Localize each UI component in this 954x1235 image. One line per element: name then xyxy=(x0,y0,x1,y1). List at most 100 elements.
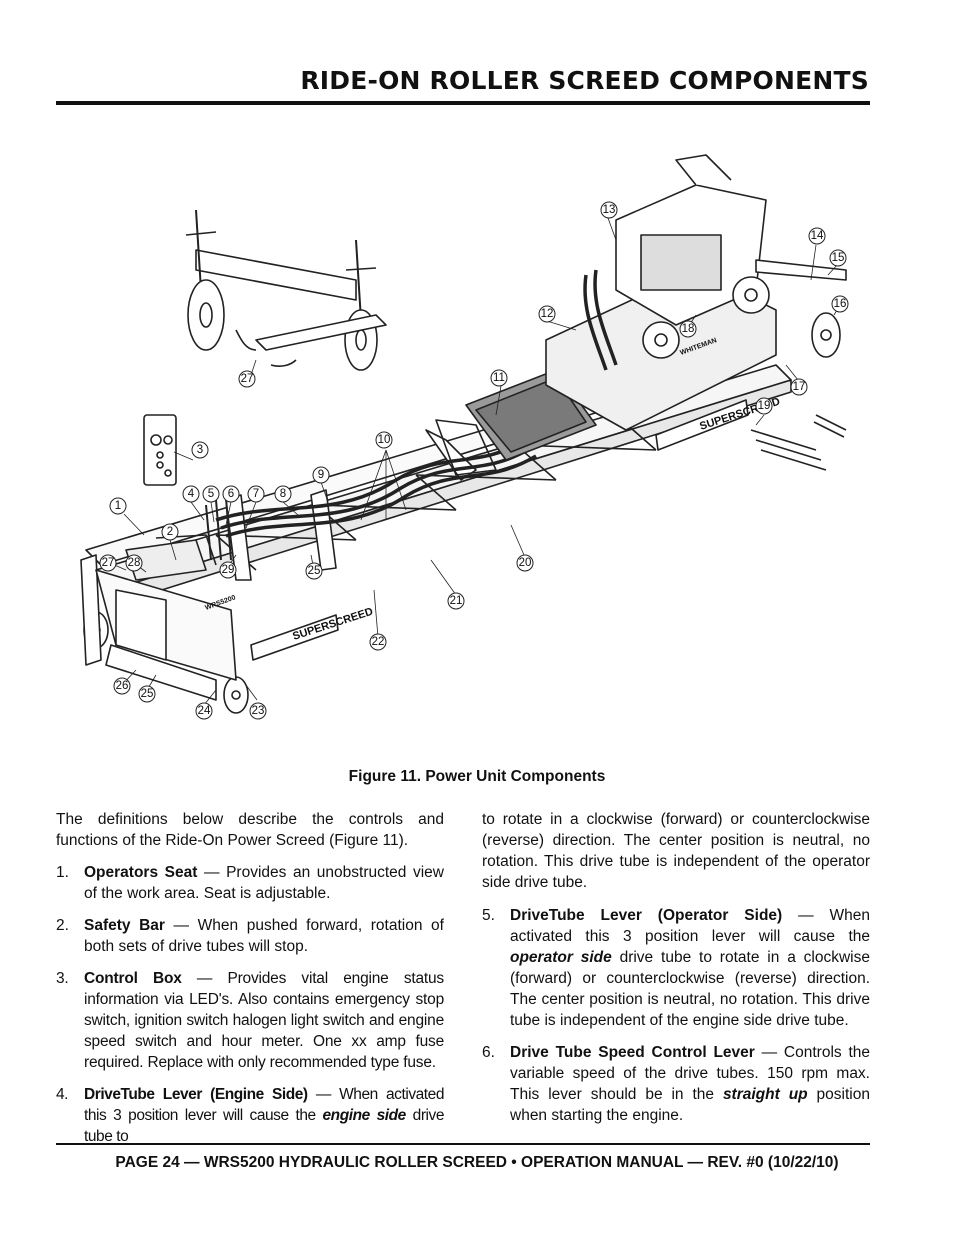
header-rule xyxy=(56,101,870,105)
item-emphasis: engine side xyxy=(322,1107,407,1124)
svg-text:15: 15 xyxy=(832,252,845,264)
item-continuation: to rotate in a clockwise (forward) or co… xyxy=(482,811,870,891)
list-item: 2. Safety Bar — When pushed forward, rot… xyxy=(56,915,444,957)
svg-text:4: 4 xyxy=(188,488,195,500)
callout-9: 9 xyxy=(312,466,330,484)
item-term: Operators Seat xyxy=(84,864,198,881)
item-text: drive tube to rotate in a clockwise (for… xyxy=(510,949,870,1029)
callout-13: 13 xyxy=(600,201,618,219)
callout-11: 11 xyxy=(490,369,508,387)
item-emphasis: operator side xyxy=(510,949,612,966)
callout-27: 27 xyxy=(238,370,256,388)
item-text: — Provides an unobstructed view of the w… xyxy=(84,864,444,902)
callout-2: 2 xyxy=(161,523,179,541)
callout-25: 25 xyxy=(305,562,323,580)
svg-text:5: 5 xyxy=(208,488,214,500)
svg-text:21: 21 xyxy=(450,595,463,607)
callout-21: 21 xyxy=(447,592,465,610)
svg-text:7: 7 xyxy=(253,488,259,500)
callout-7: 7 xyxy=(247,485,265,503)
callout-15: 15 xyxy=(829,249,847,267)
svg-text:26: 26 xyxy=(116,680,129,692)
intro-paragraph: The definitions below describe the contr… xyxy=(56,811,444,849)
callout-25: 25 xyxy=(138,685,156,703)
svg-text:16: 16 xyxy=(834,298,847,310)
item-number: 6. xyxy=(482,1044,495,1061)
brand-logo-left: SUPERSCREED xyxy=(291,606,374,643)
page-footer: PAGE 24 — WRS5200 HYDRAULIC ROLLER SCREE… xyxy=(115,1154,839,1171)
item-number: 5. xyxy=(482,907,495,924)
svg-text:17: 17 xyxy=(793,381,806,393)
item-term: Drive Tube Speed Control Lever xyxy=(510,1044,755,1061)
svg-text:20: 20 xyxy=(519,557,532,569)
callout-23: 23 xyxy=(249,702,267,720)
callout-16: 16 xyxy=(831,295,849,313)
callout-5: 5 xyxy=(202,485,220,503)
callout-1: 1 xyxy=(109,497,127,515)
svg-text:22: 22 xyxy=(372,636,385,648)
svg-text:23: 23 xyxy=(252,705,265,717)
svg-text:24: 24 xyxy=(198,705,211,717)
svg-text:1: 1 xyxy=(115,500,121,512)
svg-text:25: 25 xyxy=(141,688,154,700)
callout-26: 26 xyxy=(113,677,131,695)
svg-text:3: 3 xyxy=(197,444,203,456)
callout-10: 10 xyxy=(375,431,393,449)
item-text: drive tube to xyxy=(84,1107,444,1145)
callout-17: 17 xyxy=(790,378,808,396)
item-text: — When activated this 3 position lever w… xyxy=(84,1086,444,1124)
item-text: — Provides vital engine status informati… xyxy=(84,970,444,1071)
item-emphasis: straight up xyxy=(722,1086,808,1103)
callout-28: 28 xyxy=(125,554,143,572)
list-item: 4. DriveTube Lever (Engine Side) — When … xyxy=(56,1084,444,1147)
callout-27: 27 xyxy=(99,554,117,572)
svg-text:10: 10 xyxy=(378,434,391,446)
svg-text:6: 6 xyxy=(228,488,234,500)
footer-rule xyxy=(56,1143,870,1145)
callout-24: 24 xyxy=(195,702,213,720)
right-column: to rotate in a clockwise (forward) or co… xyxy=(482,809,870,1126)
list-item: 6. Drive Tube Speed Control Lever — Cont… xyxy=(482,1042,870,1126)
item-term: DriveTube Lever (Engine Side) xyxy=(84,1086,308,1103)
item-term: DriveTube Lever (Operator Side) xyxy=(510,907,783,924)
item-text: — When pushed forward, rotation of both … xyxy=(84,917,444,955)
svg-text:8: 8 xyxy=(280,488,286,500)
item-number: 2. xyxy=(56,917,69,934)
item-number: 3. xyxy=(56,970,69,987)
page-title: RIDE-ON ROLLER SCREED COMPONENTS xyxy=(300,66,869,95)
callout-12: 12 xyxy=(538,305,556,323)
callout-3: 3 xyxy=(191,441,209,459)
item-term: Safety Bar xyxy=(84,917,165,934)
svg-text:25: 25 xyxy=(308,565,321,577)
item-number: 4. xyxy=(56,1086,69,1103)
power-unit-illustration: SUPERSCREED SUPERSCREED WRS5200 WHITEMAN… xyxy=(80,154,849,720)
svg-text:18: 18 xyxy=(682,323,695,335)
svg-text:11: 11 xyxy=(493,372,505,384)
item-term: Control Box xyxy=(84,970,182,987)
left-column: The definitions below describe the contr… xyxy=(56,809,444,1147)
list-item: 1. Operators Seat — Provides an unobstru… xyxy=(56,862,444,904)
item-number: 1. xyxy=(56,864,69,881)
item-text: position when starting the engine. xyxy=(510,1086,870,1124)
svg-text:13: 13 xyxy=(603,204,616,216)
svg-text:29: 29 xyxy=(222,564,235,576)
figure-caption: Figure 11. Power Unit Components xyxy=(348,768,606,785)
list-item: 3. Control Box — Provides vital engine s… xyxy=(56,968,444,1073)
callout-6: 6 xyxy=(222,485,240,503)
item-text: — When activated this 3 position lever w… xyxy=(510,907,870,945)
callout-14: 14 xyxy=(808,227,826,245)
svg-text:27: 27 xyxy=(102,557,115,569)
list-item: 5. DriveTube Lever (Operator Side) — Whe… xyxy=(482,905,870,1031)
svg-text:27: 27 xyxy=(241,373,254,385)
svg-text:12: 12 xyxy=(541,308,554,320)
svg-text:19: 19 xyxy=(758,400,771,412)
svg-text:14: 14 xyxy=(811,230,824,242)
item-text: — Controls the variable speed of the dri… xyxy=(510,1044,870,1103)
callout-20: 20 xyxy=(516,554,534,572)
svg-text:28: 28 xyxy=(128,557,141,569)
callout-18: 18 xyxy=(679,320,697,338)
callout-4: 4 xyxy=(182,485,200,503)
callout-29: 29 xyxy=(219,561,237,579)
svg-text:9: 9 xyxy=(318,469,324,481)
callout-19: 19 xyxy=(755,397,773,415)
